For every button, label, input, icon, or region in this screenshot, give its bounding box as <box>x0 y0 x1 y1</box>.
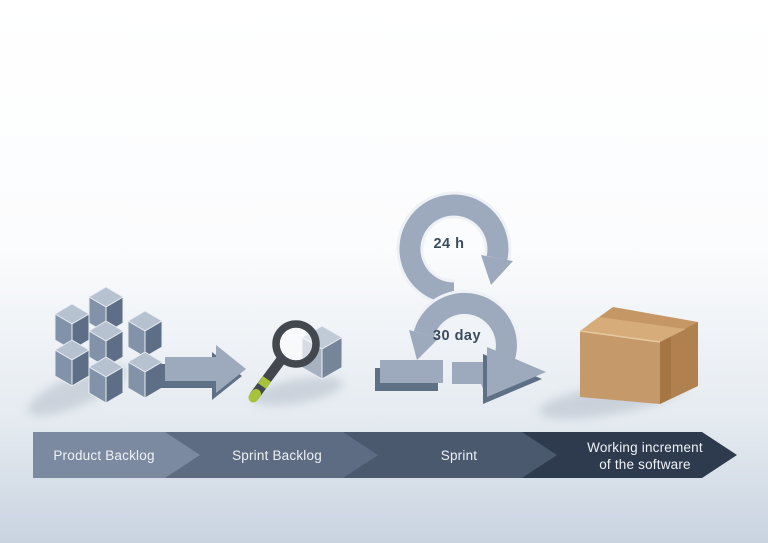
exit-shaft <box>452 362 489 384</box>
cube <box>88 320 124 368</box>
daily-annotation: 24 h <box>433 236 464 252</box>
stage-label-sprint: Sprint <box>441 448 478 463</box>
sprint-loop-arrowhead <box>409 330 439 360</box>
box-front-top-edge <box>579 330 661 343</box>
magnifier-shadow <box>252 376 344 406</box>
lens-glass <box>279 327 313 361</box>
stage-label-sprint-backlog: Sprint Backlog <box>232 448 322 463</box>
process-banner: Product Backlog Sprint Backlog Sprint Wo… <box>33 432 737 478</box>
daily-loop <box>399 194 509 304</box>
box-side-strip <box>660 336 671 404</box>
arrow-right-icon <box>161 345 246 400</box>
sprint-backlog-icon <box>248 320 343 403</box>
handle <box>250 355 286 400</box>
product-backlog-icon <box>54 286 163 404</box>
lens-ring <box>272 320 320 368</box>
cube <box>54 339 90 387</box>
sprint-loop-icon: 24 h 30 day <box>375 191 546 404</box>
magnifier-icon <box>248 320 320 403</box>
stage-label-working-increment-line2: of the software <box>599 457 691 472</box>
daily-loop-arrowhead <box>481 255 513 285</box>
cube <box>88 356 124 404</box>
arrow-body <box>165 345 246 393</box>
package-box-icon <box>579 307 698 404</box>
box-lid-front <box>580 317 686 342</box>
banner-segment-working-increment <box>522 432 737 478</box>
stage-label-product-backlog: Product Backlog <box>53 448 154 463</box>
exit-arrowhead <box>487 347 546 397</box>
cube <box>127 351 163 399</box>
handle-band <box>257 376 272 389</box>
handle-tip <box>248 389 261 403</box>
banner-segment-sprint-backlog <box>165 432 378 478</box>
banner-segment-product-backlog <box>33 432 200 478</box>
box-front <box>580 331 660 404</box>
stage-label-working-increment-line1: Working increment <box>587 440 703 455</box>
cube <box>127 310 163 358</box>
cycle-annotation: 30 day <box>433 328 481 344</box>
base-bar <box>380 360 443 383</box>
banner-segment-sprint <box>343 432 557 478</box>
